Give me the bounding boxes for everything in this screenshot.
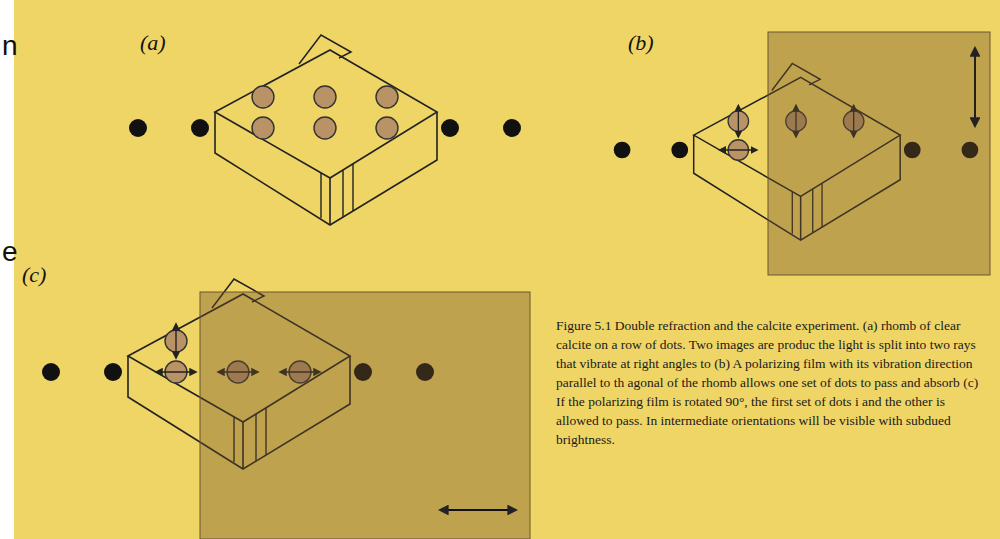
dot-image: [376, 117, 398, 139]
rhomb-top-face: [215, 50, 437, 178]
polarizing-film: [200, 292, 530, 539]
vibration-arrow: [720, 149, 757, 150]
page-background: [14, 0, 1000, 539]
rhomb-corner-notch: [299, 35, 351, 64]
dot-image: [314, 86, 336, 108]
dot-image: [252, 117, 274, 139]
dot: [42, 363, 60, 381]
dot: [191, 119, 209, 137]
film-direction-arrow: [974, 48, 976, 126]
vibration-arrow: [156, 371, 196, 372]
vibration-arrow: [175, 324, 176, 358]
rhomb-notch: [321, 164, 353, 218]
vibration-arrow: [738, 105, 739, 137]
dot: [104, 363, 122, 381]
dot-image: [376, 86, 398, 108]
panel-label: (a): [140, 30, 166, 56]
dot: [671, 142, 688, 159]
slide-fragment: n: [2, 30, 18, 62]
dot-image: [314, 117, 336, 139]
dot: [129, 119, 147, 137]
calcite-rhomb: [129, 35, 521, 225]
polarizing-film: [768, 32, 990, 275]
panel-label: (c): [22, 262, 46, 288]
slide-fragment: e: [2, 236, 18, 268]
film-direction-arrow: [440, 509, 516, 511]
dot: [503, 119, 521, 137]
dot-image: [252, 86, 274, 108]
dot: [441, 119, 459, 137]
rhomb-edge: [329, 178, 331, 225]
panel-label: (b): [628, 30, 654, 56]
figure-caption: Figure 5.1 Double refraction and the cal…: [556, 316, 988, 449]
rhomb-side: [215, 112, 437, 225]
dot: [614, 142, 631, 159]
